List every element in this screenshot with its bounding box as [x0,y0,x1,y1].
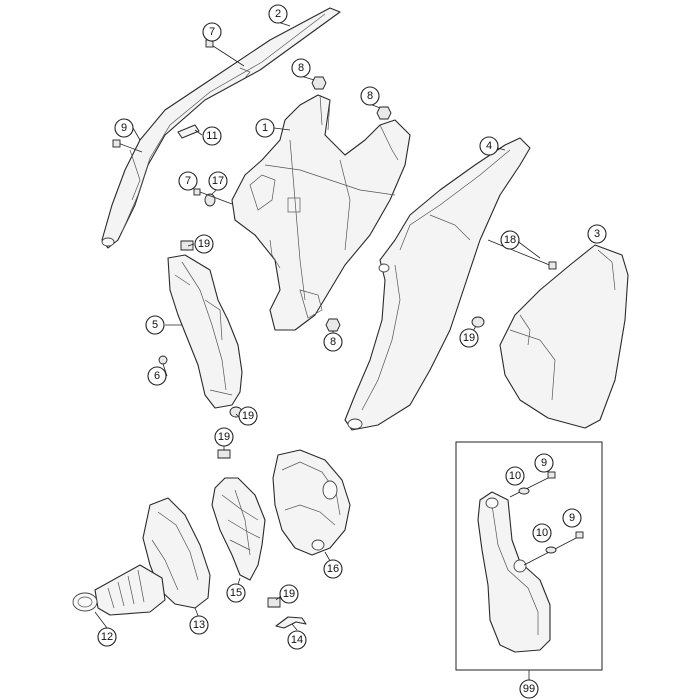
svg-text:99: 99 [523,683,535,695]
part-3-side-panel[interactable] [499,244,629,429]
callout-19b[interactable]: 19 [459,328,479,348]
callout-11[interactable]: 11 [202,126,222,146]
part-15-filter-cage[interactable] [211,477,266,581]
callout-6[interactable]: 6 [147,366,167,386]
svg-text:3: 3 [594,228,600,240]
svg-text:14: 14 [291,634,303,646]
svg-text:16: 16 [327,563,339,575]
callout-7a[interactable]: 7 [202,22,222,42]
callout-19e[interactable]: 19 [279,584,299,604]
callout-2[interactable]: 2 [268,4,288,24]
svg-text:19: 19 [218,431,230,443]
svg-text:7: 7 [185,175,191,187]
callout-3[interactable]: 3 [587,224,607,244]
part-14-clip[interactable] [275,616,307,629]
svg-text:13: 13 [193,619,205,631]
svg-text:10: 10 [509,470,521,482]
svg-text:11: 11 [206,130,217,142]
callout-1[interactable]: 1 [255,118,275,138]
part-16-filter-cover[interactable] [272,449,351,556]
callout-12[interactable]: 12 [97,627,117,647]
svg-text:17: 17 [212,175,224,187]
callout-8c[interactable]: 8 [323,332,343,352]
callout-16[interactable]: 16 [323,559,343,579]
callout-8a[interactable]: 8 [291,58,311,78]
svg-text:6: 6 [154,370,160,382]
svg-text:1: 1 [262,122,268,134]
svg-text:19: 19 [242,410,254,422]
callout-17[interactable]: 17 [208,171,228,191]
callout-4[interactable]: 4 [479,136,499,156]
svg-text:8: 8 [367,90,373,102]
svg-text:19: 19 [283,588,295,600]
callout-10a[interactable]: 10 [505,466,525,486]
svg-text:5: 5 [152,319,158,331]
callout-13[interactable]: 13 [189,615,209,635]
svg-text:18: 18 [504,234,516,246]
svg-text:4: 4 [486,140,492,152]
callout-9b[interactable]: 9 [534,453,554,473]
svg-text:8: 8 [298,62,304,74]
callout-19c[interactable]: 19 [238,406,258,426]
part-12-intake-boot[interactable] [72,564,166,616]
callout-15[interactable]: 15 [226,583,246,603]
callout-7b[interactable]: 7 [178,171,198,191]
callout-19a[interactable]: 19 [194,234,214,254]
part-1-airbox-frame[interactable] [231,94,411,331]
callout-9a[interactable]: 9 [114,118,134,138]
svg-text:19: 19 [198,238,210,250]
callout-99[interactable]: 99 [519,679,539,699]
svg-text:10: 10 [536,527,548,539]
svg-text:8: 8 [330,336,336,348]
svg-text:7: 7 [209,26,215,38]
svg-text:15: 15 [230,587,242,599]
kit-box-99[interactable] [455,441,603,680]
svg-text:19: 19 [463,332,475,344]
callout-8b[interactable]: 8 [360,86,380,106]
svg-text:9: 9 [569,512,575,524]
callout-5[interactable]: 5 [145,315,165,335]
svg-text:2: 2 [275,8,281,20]
callout-9c[interactable]: 9 [562,508,582,528]
callout-14[interactable]: 14 [287,630,307,650]
callout-10b[interactable]: 10 [532,523,552,543]
svg-text:12: 12 [101,631,113,643]
part-5-intake-bracket[interactable] [167,254,243,409]
callout-18[interactable]: 18 [500,230,520,250]
svg-text:9: 9 [541,457,547,469]
svg-text:9: 9 [121,122,127,134]
part-2-frame-rail[interactable] [101,7,341,249]
callouts: 2 7 8 8 1 9 11 4 7 17 19 18 3 5 8 19 6 1… [97,4,607,699]
hardware-fasteners [112,39,557,608]
callout-19d[interactable]: 19 [214,427,234,447]
part-4-side-cover[interactable] [344,137,531,431]
